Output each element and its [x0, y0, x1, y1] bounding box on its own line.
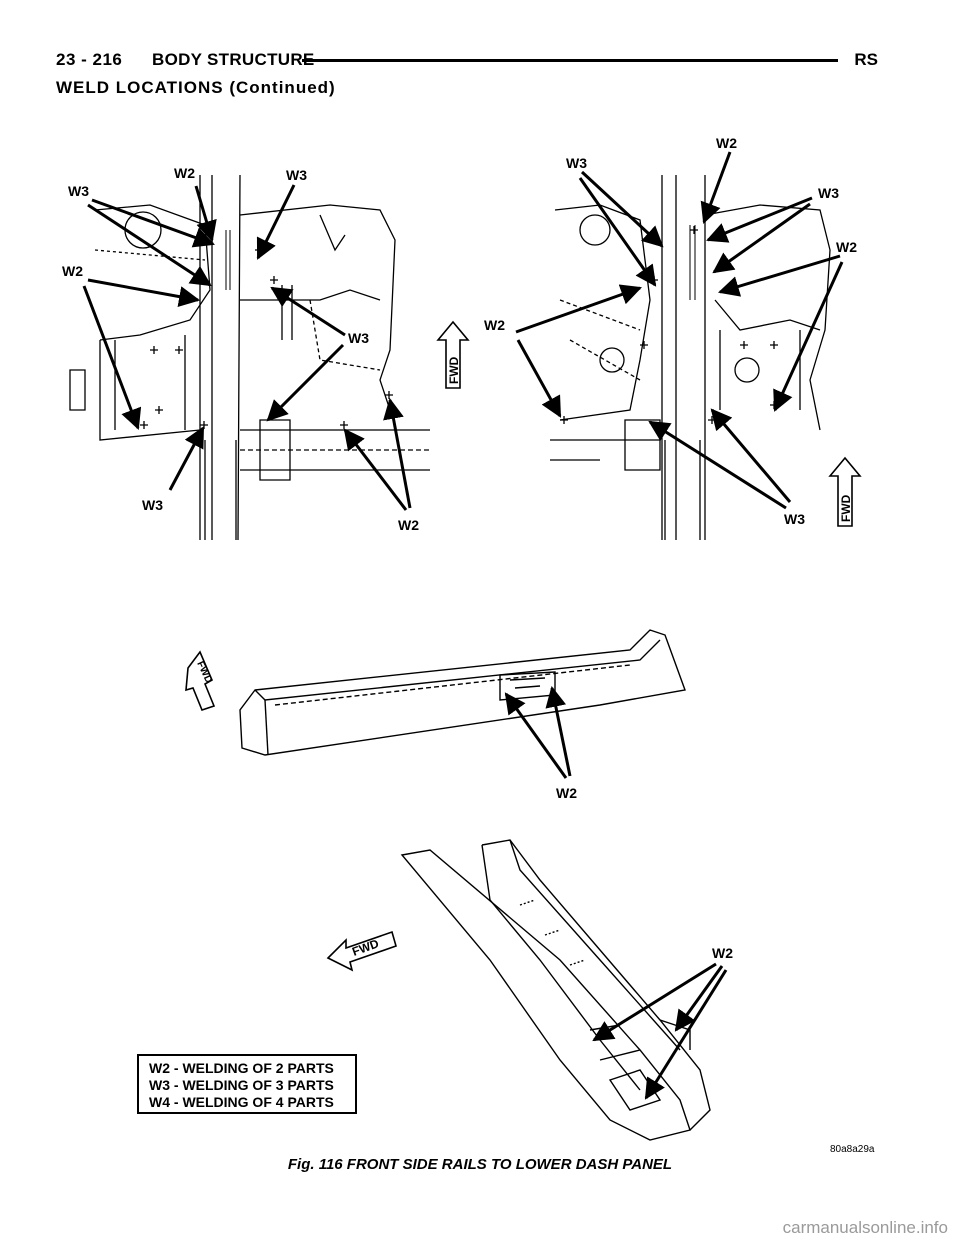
callout-w3: W3: [348, 330, 369, 346]
fwd-arrow-3: FWD: [185, 650, 216, 711]
callout-w2: W2: [712, 945, 733, 961]
fwd-arrow-4: FWD: [326, 930, 397, 972]
callout-w3: W3: [286, 167, 307, 183]
callout-w3: W3: [68, 183, 89, 199]
top-left-arrows: [82, 184, 412, 511]
callout-w2: W2: [836, 239, 857, 255]
callout-w3: W3: [818, 185, 839, 201]
callout-w3: W3: [566, 155, 587, 171]
top-right-arrows: [515, 151, 844, 510]
model-code: RS: [854, 50, 878, 69]
middle-rail-view: [239, 629, 686, 756]
header-rule: [302, 59, 838, 62]
callout-w2: W2: [716, 135, 737, 151]
bottom-arrows: [592, 962, 728, 1100]
callout-w2: W2: [398, 517, 419, 533]
callout-w2: W2: [174, 165, 195, 181]
section-name: BODY STRUCTURE: [152, 50, 315, 69]
weld-legend: W2 - WELDING OF 2 PARTS W3 - WELDING OF …: [137, 1054, 357, 1114]
section-title: WELD LOCATIONS (Continued): [56, 78, 336, 97]
fwd-arrow-1: FWD: [436, 320, 470, 389]
figure-code: 80a8a29a: [830, 1144, 875, 1155]
fwd-label: FWD: [447, 356, 461, 384]
callout-w2: W2: [484, 317, 505, 333]
fwd-arrow-2: FWD: [828, 456, 862, 527]
callout-w2: W2: [62, 263, 83, 279]
figure-caption: Fig. 116 FRONT SIDE RAILS TO LOWER DASH …: [287, 1156, 673, 1173]
legend-item-w3: W3 - WELDING OF 3 PARTS: [149, 1077, 334, 1093]
fwd-label: FWD: [839, 494, 853, 522]
watermark: carmanualsonline.info: [782, 1218, 948, 1237]
top-left-labels: W3 W2 W3 W2 W3 W3 W2: [62, 165, 419, 533]
page-header: 23 - 216 BODY STRUCTURE RS: [56, 50, 878, 72]
top-right-view: [550, 175, 831, 540]
top-right-labels: W3 W2 W3 W2 W2 W3: [484, 135, 857, 527]
legend-item-w4: W4 - WELDING OF 4 PARTS: [149, 1094, 334, 1110]
callout-w2: W2: [556, 785, 577, 801]
bottom-rail-view: [400, 839, 711, 1141]
callout-w3: W3: [142, 497, 163, 513]
middle-arrows: [504, 685, 572, 779]
page-number: 23 - 216: [56, 50, 123, 69]
legend-item-w2: W2 - WELDING OF 2 PARTS: [149, 1060, 334, 1076]
callout-w3: W3: [784, 511, 805, 527]
